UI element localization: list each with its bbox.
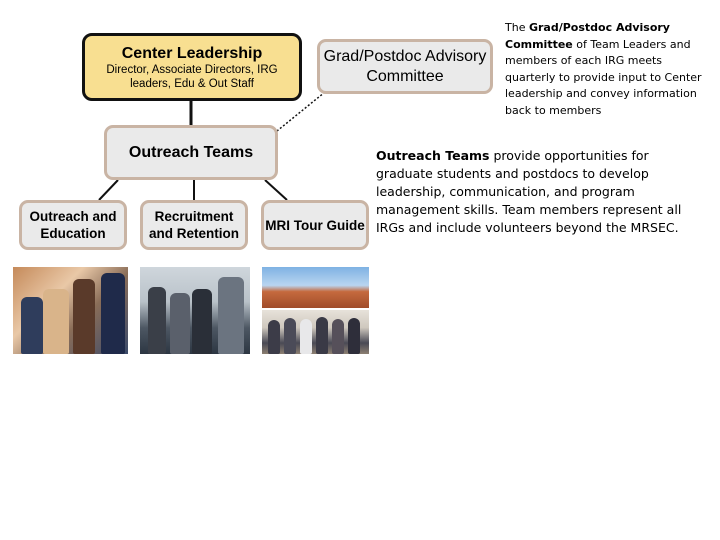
outreach-education-photo bbox=[13, 267, 128, 354]
outreach-teams-description: Outreach Teams provide opportunities for… bbox=[376, 147, 706, 237]
center-leadership-title: Center Leadership bbox=[121, 44, 263, 62]
outreach-teams-label: Outreach Teams bbox=[128, 143, 254, 161]
advisory-note-bold: Grad/Postdoc Advisory Committee bbox=[505, 21, 670, 51]
outreach-note-rest: provide opportunities for graduate stude… bbox=[376, 148, 682, 235]
center-leadership-box: Center Leadership Director, Associate Di… bbox=[82, 33, 302, 101]
advisory-committee-box: Grad/Postdoc Advisory Committee bbox=[317, 39, 493, 94]
advisory-note-lead: The bbox=[505, 21, 529, 34]
team-outreach-education-box: Outreach and Education bbox=[19, 200, 127, 250]
center-leadership-subtitle: Director, Associate Directors, IRG leade… bbox=[106, 63, 278, 90]
outreach-note-bold: Outreach Teams bbox=[376, 148, 490, 163]
advisory-committee-description: The Grad/Postdoc Advisory Committee of T… bbox=[505, 20, 715, 119]
mri-building-photo bbox=[262, 267, 369, 308]
advisory-note-rest: of Team Leaders and members of each IRG … bbox=[505, 37, 702, 117]
team-label: MRI Tour Guide bbox=[265, 217, 365, 233]
team-label: Recruitment and Retention bbox=[149, 209, 239, 241]
team-recruitment-retention-box: Recruitment and Retention bbox=[140, 200, 248, 250]
outreach-to-team1-line bbox=[98, 179, 119, 201]
mri-tour-group-photo bbox=[262, 310, 369, 354]
team-label: Outreach and Education bbox=[29, 209, 117, 241]
team-mri-tour-guide-box: MRI Tour Guide bbox=[261, 200, 369, 250]
outreach-to-team3-line bbox=[264, 179, 288, 201]
outreach-teams-box: Outreach Teams bbox=[104, 125, 278, 180]
advisory-committee-label: Grad/Postdoc Advisory Committee bbox=[323, 47, 487, 85]
recruitment-retention-photo bbox=[140, 267, 250, 354]
